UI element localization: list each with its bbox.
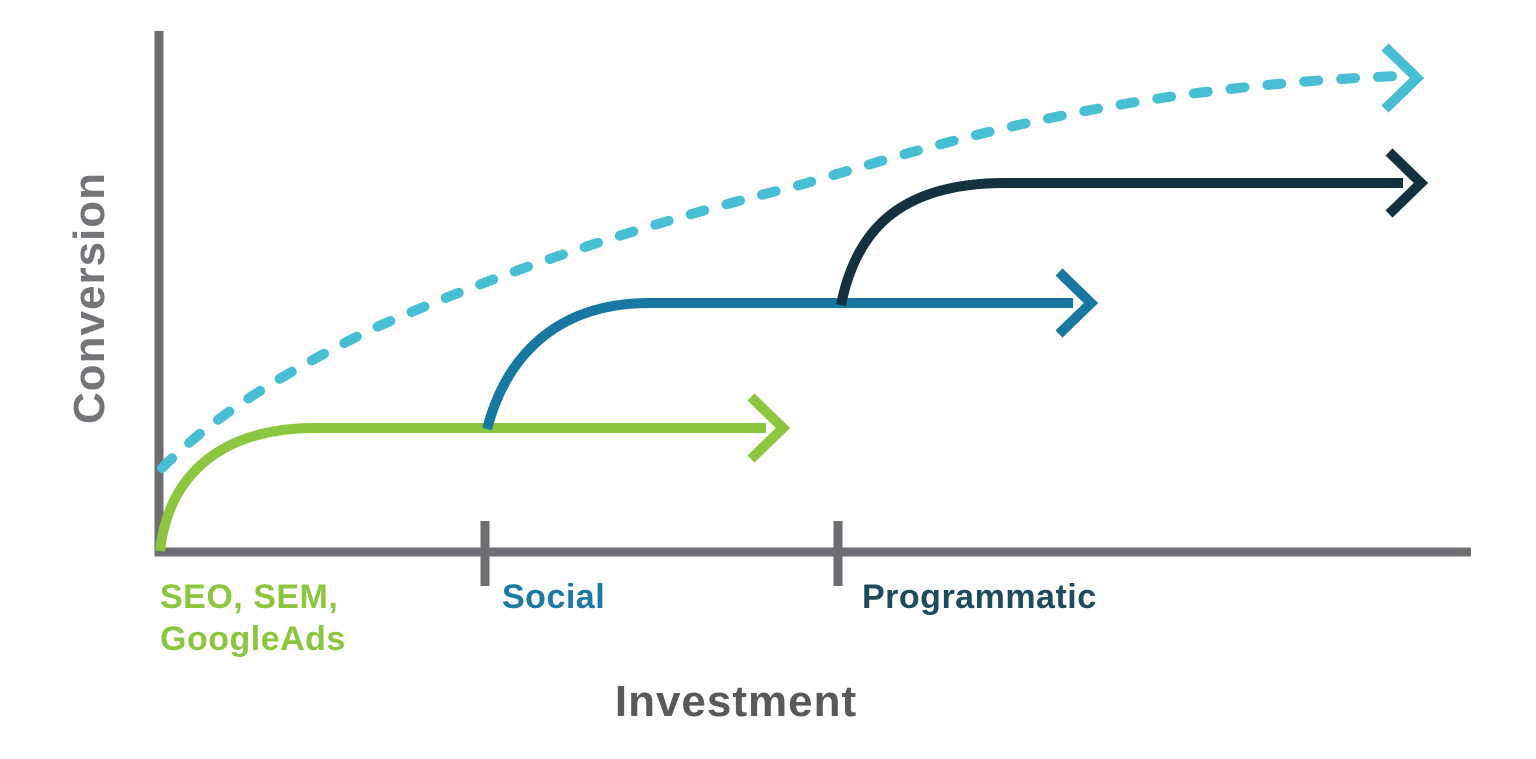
- arrowhead-programmatic: [1385, 148, 1429, 218]
- series-social: [482, 268, 1099, 431]
- y-axis-label: Conversion: [65, 172, 114, 424]
- curve-social: [482, 298, 1073, 431]
- curve-dashed-envelope: [157, 71, 1403, 473]
- ticks-layer: Social Programmatic: [480, 521, 1097, 616]
- x-axis-label: Investment: [615, 677, 857, 726]
- arrowhead-dashed-envelope: [1381, 43, 1425, 113]
- curve-seo-sem-googleads: [155, 423, 766, 552]
- series-dashed-envelope: [157, 43, 1425, 473]
- origin-label-line-1: SEO, SEM,: [160, 578, 338, 616]
- series-programmatic: [836, 148, 1429, 306]
- series-layer: [155, 43, 1429, 552]
- tick-label-programmatic: Programmatic: [862, 578, 1097, 616]
- tick-label-social: Social: [502, 578, 605, 616]
- series-seo-sem-googleads: [155, 393, 791, 552]
- curve-programmatic: [836, 178, 1403, 306]
- arrowhead-social: [1055, 268, 1099, 338]
- arrowhead-seo-sem-googleads: [747, 393, 791, 463]
- origin-label-line-2: GoogleAds: [160, 620, 346, 658]
